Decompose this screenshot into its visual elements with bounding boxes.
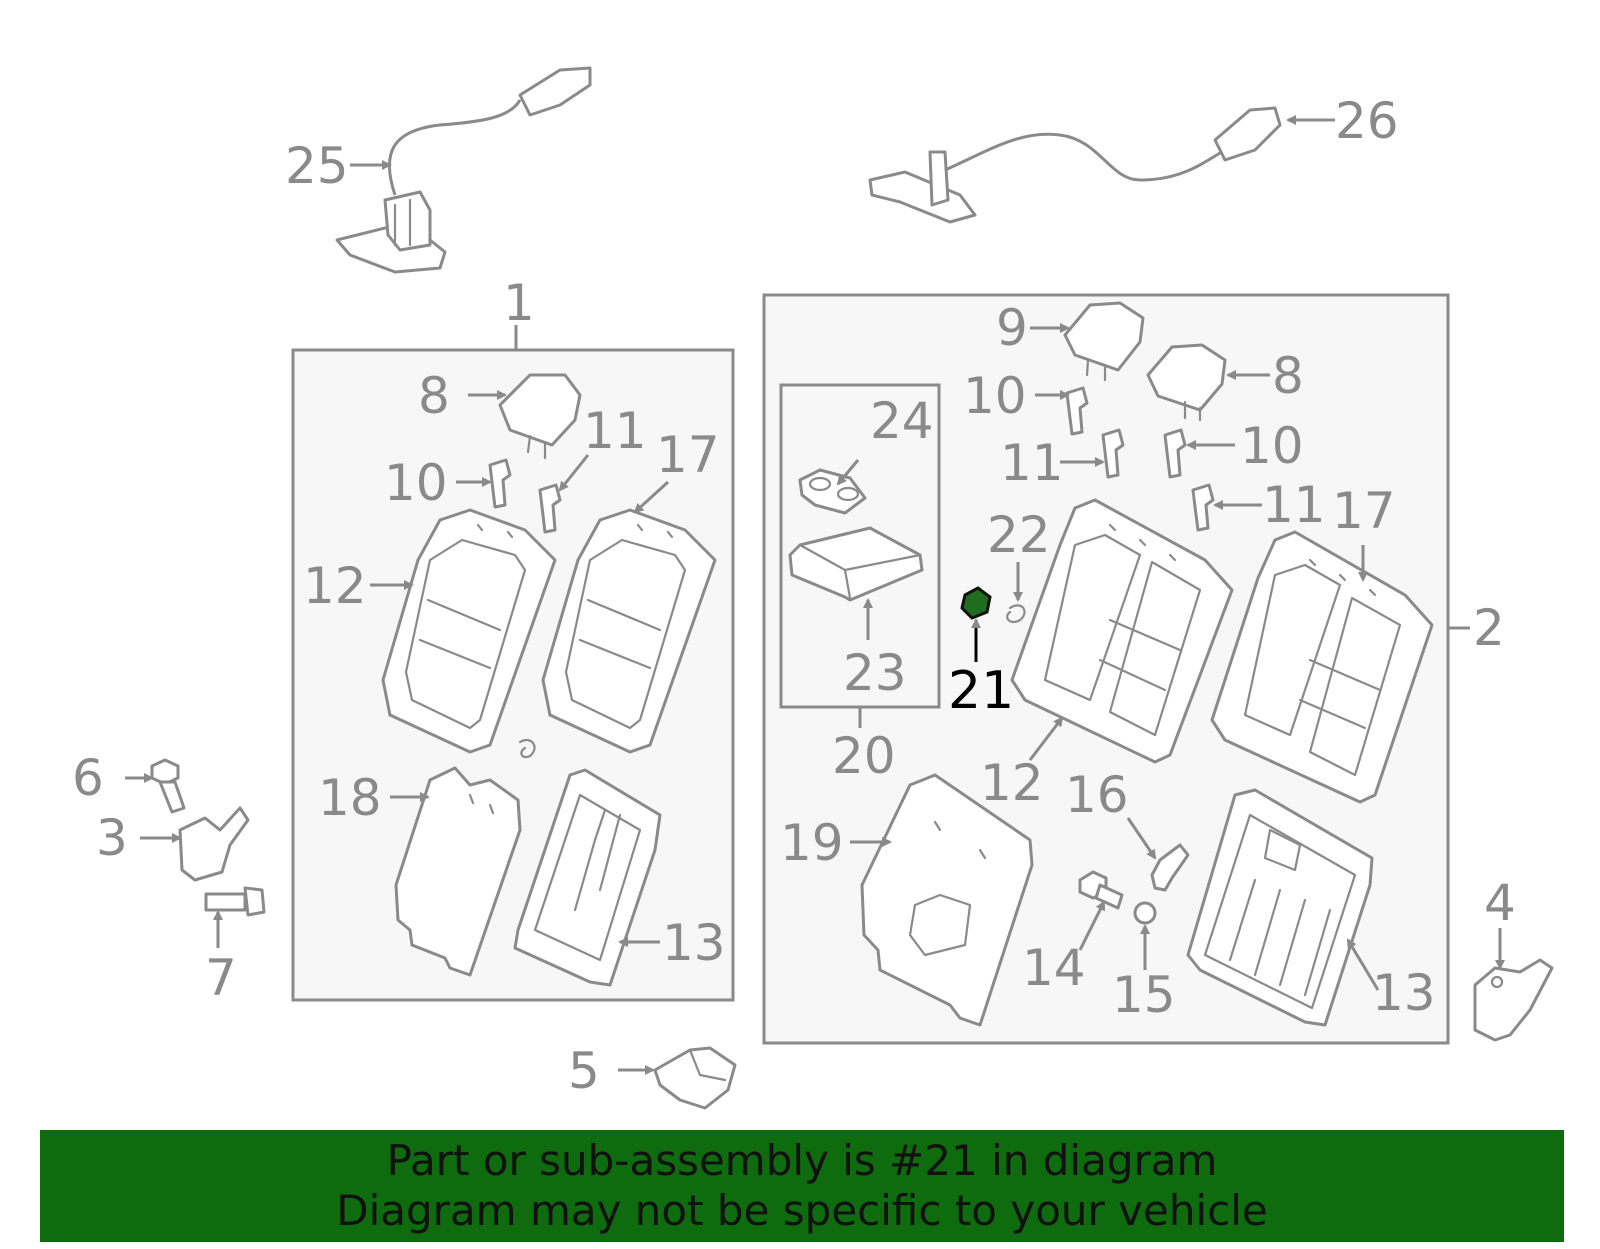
- part-22-hook[interactable]: [1006, 604, 1026, 624]
- part-21-highlighted[interactable]: [960, 586, 992, 620]
- callout-labels: 25 26 1 2 8 10 11 17 12 24 23 20 9 8 10 …: [72, 92, 1516, 1100]
- part-8-right-cap[interactable]: [1146, 343, 1227, 422]
- callout-11-left: 11: [583, 402, 647, 460]
- callout-17-left: 17: [656, 426, 720, 484]
- part-11-left-clip[interactable]: [538, 483, 562, 534]
- part-25-latch-cable[interactable]: [335, 66, 592, 274]
- banner-line-2: Diagram may not be specific to your vehi…: [336, 1186, 1268, 1235]
- callout-18: 18: [318, 769, 382, 827]
- callout-22: 22: [987, 506, 1051, 564]
- callout-14: 14: [1022, 939, 1086, 997]
- callout-9: 9: [996, 299, 1028, 357]
- part-23-armrest[interactable]: [788, 526, 924, 602]
- part-12-right-seatback-cover[interactable]: [1010, 498, 1234, 764]
- part-3-bracket[interactable]: [178, 806, 250, 882]
- callout-4: 4: [1484, 874, 1516, 932]
- callout-7: 7: [205, 949, 237, 1007]
- callout-1: 1: [503, 274, 535, 332]
- callout-19: 19: [780, 814, 844, 872]
- part-4-bracket[interactable]: [1473, 958, 1554, 1042]
- part-17-right-seatback-cover[interactable]: [1210, 530, 1434, 804]
- part-5-bracket[interactable]: [653, 1046, 737, 1110]
- callout-6: 6: [72, 749, 104, 807]
- part-26-latch-cable[interactable]: [868, 106, 1282, 224]
- part-14-bolt[interactable]: [1078, 870, 1124, 910]
- callout-10-right-a: 10: [963, 367, 1027, 425]
- part-24-cup-holder[interactable]: [798, 468, 867, 515]
- part-11-right-clip-b[interactable]: [1191, 483, 1215, 532]
- part-17-left-seatback-cover[interactable]: [541, 508, 717, 754]
- callout-20: 20: [832, 727, 896, 785]
- part-13-left-frame[interactable]: [513, 768, 662, 987]
- callout-3: 3: [96, 809, 128, 867]
- part-6-bolt[interactable]: [150, 758, 186, 814]
- callout-12-left: 12: [303, 557, 367, 615]
- callout-16: 16: [1065, 766, 1129, 824]
- banner-line-1: Part or sub-assembly is #21 in diagram: [386, 1136, 1218, 1185]
- callout-13-right: 13: [1372, 964, 1436, 1022]
- callout-13-left: 13: [662, 914, 726, 972]
- callout-10-left: 10: [384, 454, 448, 512]
- part-10-right-clip-a[interactable]: [1065, 386, 1089, 436]
- callout-26: 26: [1335, 92, 1399, 150]
- callout-24: 24: [870, 392, 934, 450]
- leader-lines: [125, 115, 1505, 1075]
- part-10-left-clip[interactable]: [488, 458, 512, 509]
- part-11-right-clip-a[interactable]: [1101, 428, 1125, 479]
- callout-11-right-b: 11: [1262, 476, 1326, 534]
- callout-5: 5: [568, 1042, 600, 1100]
- callout-10-right-b: 10: [1240, 417, 1304, 475]
- left-hook-clip[interactable]: [518, 739, 536, 759]
- callout-25: 25: [285, 137, 349, 195]
- callout-2: 2: [1473, 599, 1505, 657]
- part-9-cap[interactable]: [1063, 301, 1145, 382]
- part-18-back-board[interactable]: [394, 766, 522, 977]
- part-19-back-board[interactable]: [860, 773, 1034, 1027]
- callout-23: 23: [843, 644, 907, 702]
- part-16-bracket[interactable]: [1150, 843, 1190, 892]
- part-10-right-clip-b[interactable]: [1163, 428, 1187, 479]
- callout-8-left: 8: [418, 367, 450, 425]
- part-8-left-cap[interactable]: [498, 373, 582, 460]
- callout-8-right: 8: [1272, 347, 1304, 405]
- callout-15: 15: [1112, 966, 1176, 1024]
- info-banner: Part or sub-assembly is #21 in diagram D…: [40, 1130, 1564, 1242]
- callout-21: 21: [948, 661, 1014, 721]
- callout-17-right: 17: [1332, 482, 1396, 540]
- callout-12-right: 12: [980, 754, 1044, 812]
- part-12-left-seatback-cover[interactable]: [381, 508, 557, 754]
- part-13-right-frame[interactable]: [1186, 788, 1374, 1027]
- callout-11-right-a: 11: [1000, 434, 1064, 492]
- part-7-bolt[interactable]: [204, 886, 266, 917]
- part-15-nut[interactable]: [1133, 901, 1157, 925]
